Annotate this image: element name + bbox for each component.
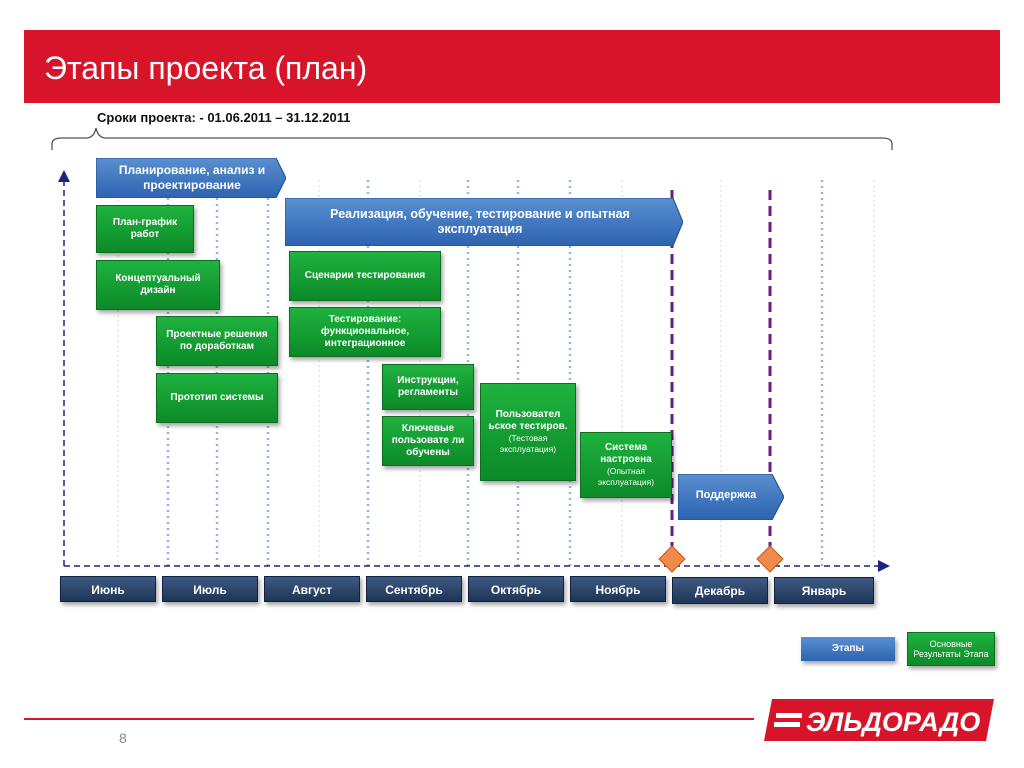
phase-implementation: Реализация, обучение, тестирование и опы… [285, 198, 683, 246]
month-july: Июль [162, 576, 258, 602]
month-october: Октябрь [468, 576, 564, 602]
month-june: Июнь [60, 576, 156, 602]
curly-brace-icon [51, 127, 893, 150]
task-design-label: Проектные решения по доработкам [166, 329, 268, 352]
month-december: Декабрь [672, 577, 768, 604]
task-system-ready-label: Система настроена [600, 442, 652, 465]
task-scenarios: Сценарии тестирования [289, 251, 441, 301]
phase-arrow-shape [678, 474, 784, 520]
task-uat-sublabel: (Тестовая эксплуатация) [499, 433, 557, 454]
month-november: Ноябрь [570, 576, 666, 602]
task-instructions-label: Инструкции, регламенты [397, 375, 459, 398]
task-system-ready-sublabel: (Опытная эксплуатация) [597, 466, 655, 487]
month-september: Сентябрь [366, 576, 462, 602]
task-system-ready: Система настроена (Опытная эксплуатация) [580, 432, 672, 498]
footer-divider [24, 718, 754, 720]
month-january: Январь [774, 577, 874, 604]
task-instructions: Инструкции, регламенты [382, 364, 474, 410]
diamond-icon [658, 545, 686, 573]
task-prototype: Прототип системы [156, 373, 278, 423]
task-concept: Концептуальный дизайн [96, 260, 220, 310]
task-concept-label: Концептуальный дизайн [115, 273, 201, 296]
task-key-users: Ключевые пользовате ли обучены [382, 416, 474, 466]
diamond-icon [756, 545, 784, 573]
task-testing-label: Тестирование: функциональное, интеграцио… [320, 314, 410, 349]
task-schedule: План-график работ [96, 205, 194, 253]
task-testing: Тестирование: функциональное, интеграцио… [289, 307, 441, 357]
legend-stages: Этапы [801, 637, 895, 661]
phase-support: Поддержка [678, 474, 784, 520]
task-scenarios-label: Сценарии тестирования [304, 270, 426, 281]
title-bar [24, 30, 1000, 103]
page-title: Этапы проекта (план) [44, 50, 368, 86]
month-august: Август [264, 576, 360, 602]
eldorado-logo: ЭЛЬДОРАДО [764, 699, 994, 741]
task-schedule-label: План-график работ [112, 217, 178, 240]
page-number: 8 [119, 730, 127, 746]
phase-arrow-shape [96, 158, 286, 198]
milestone-markers [658, 545, 784, 573]
legend-results: Основные Результаты Этапа [907, 632, 995, 666]
phase-implementation-label: Реализация, обучение, тестирование и опы… [330, 207, 630, 236]
phase-arrow-shape [285, 198, 683, 246]
project-terms: Сроки проекта: - 01.06.2011 – 31.12.2011 [97, 110, 351, 125]
phase-planning-label: Планирование, анализ и проектирование [118, 163, 266, 192]
phase-support-label: Поддержка [695, 489, 757, 501]
task-uat: Пользовател ьское тестиров. (Тестовая эк… [480, 383, 576, 481]
axes [58, 170, 890, 572]
task-key-users-label: Ключевые пользовате ли обучены [391, 423, 465, 458]
task-uat-label: Пользовател ьское тестиров. [488, 409, 568, 432]
phase-planning: Планирование, анализ и проектирование [96, 158, 286, 198]
task-design: Проектные решения по доработкам [156, 316, 278, 366]
legend-results-label: Основные Результаты Этапа [913, 639, 989, 659]
logo-text: ЭЛЬДОРАДО [806, 707, 980, 737]
task-prototype-label: Прототип системы [170, 392, 264, 403]
